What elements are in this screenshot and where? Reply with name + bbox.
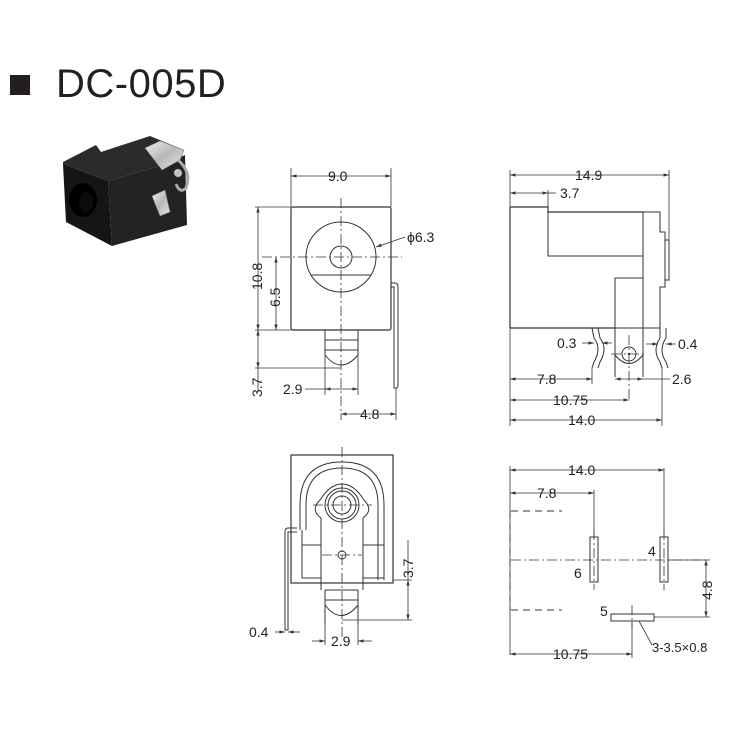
dim-footprint-14-0: 14.0 (568, 462, 595, 478)
dim-rear-pin-0-4: 0.4 (249, 624, 269, 640)
dim-pin-pos-10-75: 10.75 (553, 392, 588, 408)
slot-spec-label: 3-3.5×0.8 (652, 640, 707, 655)
dim-footprint-7-8: 7.8 (537, 485, 557, 501)
dim-footprint-10-75: 10.75 (553, 646, 588, 662)
dim-pin-thickness-0-3: 0.3 (557, 335, 577, 351)
dim-length-14-9: 14.9 (575, 167, 602, 183)
page-title: DC-005D (10, 62, 226, 107)
dim-center-6-5: 6.5 (267, 287, 283, 307)
dim-width-9: 9.0 (328, 168, 348, 184)
title-bullet-icon (10, 74, 30, 95)
front-view-drawing (255, 168, 406, 420)
dim-pin-2-9: 2.9 (283, 381, 303, 397)
dim-pin-pos-14-0: 14.0 (568, 412, 595, 428)
dim-pin-3-7: 3.7 (249, 377, 265, 397)
dim-height-10-8: 10.8 (249, 263, 265, 290)
dim-hole-diameter: ϕ6.3 (407, 229, 435, 245)
dim-rear-pin-3-7: 3.7 (400, 558, 416, 578)
dim-offset-4-8: 4.8 (360, 406, 380, 422)
pcb-footprint-drawing (509, 466, 710, 658)
dim-pin-width-2-6: 2.6 (672, 371, 692, 387)
dim-rear-pin-2-9: 2.9 (331, 633, 351, 649)
product-photo (63, 136, 190, 246)
pin-5-label: 5 (600, 603, 608, 619)
dim-footprint-4-8: 4.8 (699, 580, 715, 600)
dim-pin-pos-7-8: 7.8 (537, 371, 557, 387)
dim-step-3-7: 3.7 (560, 185, 580, 201)
dim-pin-thickness-0-4: 0.4 (678, 336, 698, 352)
side-view-drawing (509, 170, 676, 426)
pin-6-label: 6 (574, 565, 582, 581)
pin-5-slot (610, 613, 655, 622)
title-text: DC-005D (56, 62, 227, 106)
pin-4-label: 4 (648, 543, 656, 559)
rear-view-drawing (275, 447, 412, 645)
